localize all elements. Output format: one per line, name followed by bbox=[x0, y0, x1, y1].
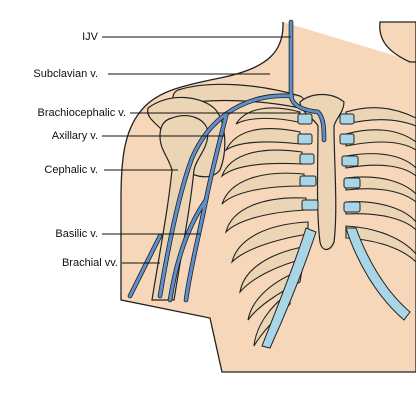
costal-cartilage bbox=[261, 113, 411, 349]
label-brachiocephalic: Brachiocephalic v. bbox=[37, 107, 126, 119]
label-brachial: Brachial vv. bbox=[61, 257, 118, 269]
label-axillary: Axillary v. bbox=[51, 130, 98, 142]
ribs-right bbox=[345, 107, 416, 263]
label-subclavian: Subclavian v. bbox=[33, 68, 98, 80]
veins-fill bbox=[128, 20, 326, 302]
sternum bbox=[299, 93, 345, 251]
label-basilic: Basilic v. bbox=[55, 228, 98, 240]
leader-lines bbox=[102, 36, 300, 264]
label-cephalic: Cephalic v. bbox=[44, 164, 98, 176]
label-ijv: IJV bbox=[82, 31, 98, 43]
